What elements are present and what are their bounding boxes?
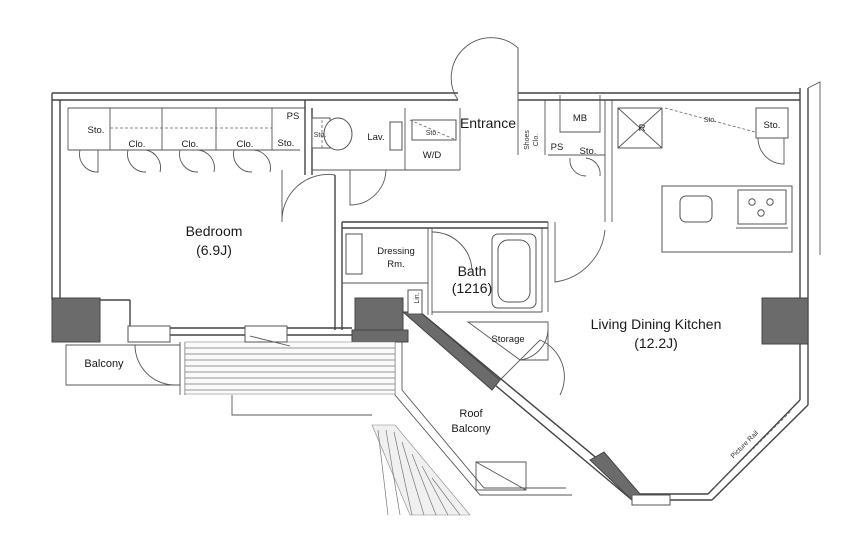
shoes-clo-label: Shoes Clo. [524,130,540,150]
bath-size: (1216) [452,280,492,296]
sto-label-entrance: Sto. [580,146,597,157]
shoes-clo-line2: Clo. [533,134,540,147]
sto-label-right: Sto. [764,120,781,131]
lin-label: Lin. [414,292,421,303]
doors [79,37,785,506]
shoes-clo-line1: Shoes [524,130,531,150]
ps-label-1: PS [287,111,300,122]
ps-label-2: PS [551,142,564,153]
roof-stairs [475,461,527,491]
mb-label: MB [573,113,587,124]
sto-label-toilet: Sto. [314,132,327,139]
wd-label: W/D [423,150,442,161]
lin-text: Lin. [414,292,421,303]
fixtures [110,95,793,489]
lav-label: Lav. [367,132,384,143]
balcony-label: Balcony [84,358,124,370]
storage-label: Storage [491,334,524,345]
sto-label-kitchen: Sto. [704,117,717,124]
r-label: R [639,123,646,134]
balcony-deck [184,341,471,516]
structural-columns [51,297,809,501]
sto-label-wd: Sto. [426,130,439,137]
outer-walls [51,81,821,501]
bedroom-name: Bedroom [186,223,243,239]
sto-label-2: Sto. [278,138,295,149]
ldk-size: (12.2J) [634,335,678,351]
room-labels: Bedroom (6.9J) Bath (1216) Living Dining… [84,113,721,435]
clo-label-1: Clo. [129,139,146,150]
bedroom-size: (6.9J) [196,242,232,258]
entrance-label: Entrance [460,115,516,131]
small-labels: Sto. Clo. Clo. Clo. PS Sto. Sto. Sto. St… [88,111,781,460]
clo-label-2: Clo. [182,139,199,150]
clo-label-3: Clo. [237,139,254,150]
dressing-line1: Dressing [377,246,415,257]
roof-balcony-line1: Roof [459,408,483,420]
ldk-name: Living Dining Kitchen [591,316,722,332]
roof-balcony-line2: Balcony [451,423,491,435]
small-balcony-outline [65,344,181,386]
sto-bedroom-label: Sto. [88,125,105,136]
bath-name: Bath [458,263,487,279]
dressing-line2: Rm. [387,259,404,270]
